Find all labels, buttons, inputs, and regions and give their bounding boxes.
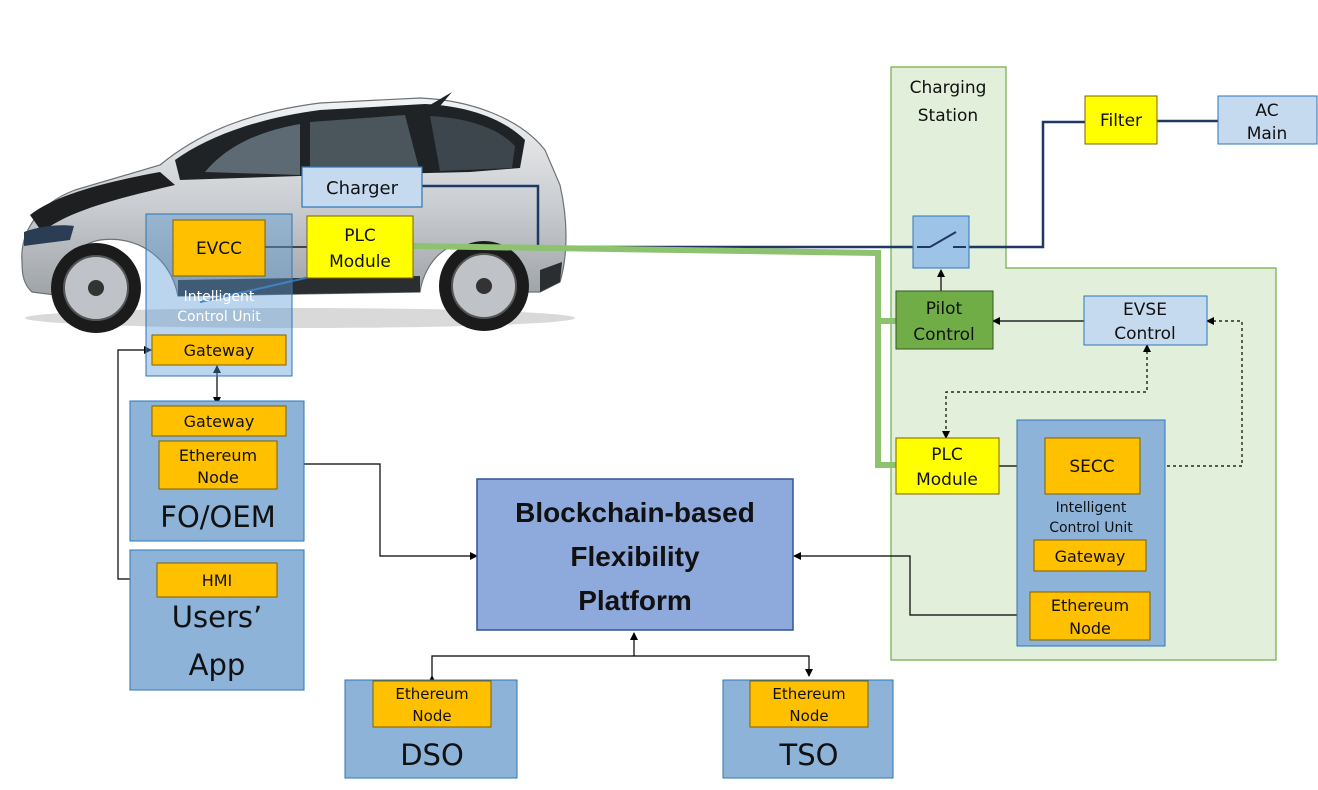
vehicle-icu-label-1: Intelligent [184,289,255,305]
vehicle-plc-module-box: PLC Module [306,215,414,279]
dso-node-label-2: Node [412,707,451,725]
users-app-group: HMI Users’ App [129,549,305,691]
dso-ethereum-node-box [372,680,492,728]
tso-node-label-1: Ethereum [772,685,845,703]
fo-oem-group: Gateway Ethereum Node FO/OEM [129,400,305,542]
vehicle-gateway-box: Gateway [151,334,287,366]
evcc-label: EVCC [196,239,242,259]
platform-label-1: Blockchain-based [515,497,755,528]
evse-control-box: EVSE Control [1083,295,1208,346]
hmi-box [156,562,278,598]
ac-main-box: AC Main [1217,95,1318,145]
dso-tso-branch-arrows [428,655,813,683]
users-app-label-2: App [189,648,246,682]
vehicle-gateway-label: Gateway [184,341,255,360]
power-line-grid [969,120,1085,249]
fo-gateway-box [151,405,287,437]
platform-label-3: Platform [578,585,692,616]
station-gateway-box [1033,539,1147,572]
ac-main-label-2: Main [1247,124,1288,144]
fo-node-label-2: Node [197,468,239,487]
station-intelligent-control-unit: SECC Intelligent Control Unit Gateway Et… [1016,419,1166,647]
dso-label: DSO [400,738,464,772]
evcc-box: EVCC [172,219,266,277]
station-plc-label-2: Module [916,470,978,490]
fo-node-label-1: Ethereum [179,446,257,465]
ac-main-label-1: AC [1255,101,1278,121]
pilot-label-2: Control [913,325,974,345]
evse-to-secc-dashed-arrow [1139,317,1243,470]
fo-node-to-platform-arrow [278,460,478,560]
vehicle-plc-label-2: Module [329,252,391,272]
dso-node-label-1: Ethereum [395,685,468,703]
tso-ethereum-node-box [749,680,869,728]
station-plc-module-box: PLC Module [895,437,1000,495]
blockchain-platform-box: Blockchain-based Flexibility Platform [476,478,794,631]
secc-label: SECC [1069,457,1114,477]
tso-group: Ethereum Node TSO [722,679,894,779]
plc-communication-line [412,243,896,468]
filter-label: Filter [1100,111,1142,131]
secc-box [1044,437,1141,495]
pilot-control-box: Pilot Control [895,290,994,350]
station-gateway-label: Gateway [1055,547,1126,566]
station-node-to-platform-arrow [793,552,1031,619]
contactor-switch-icon [912,215,970,269]
evse-label-2: Control [1114,324,1175,344]
station-plc-label-1: PLC [931,445,963,465]
fo-ethereum-node-box [158,440,278,490]
station-title-2: Station [918,106,978,126]
tso-node-label-2: Node [789,707,828,725]
dso-group: Ethereum Node DSO [344,679,518,779]
platform-label-2: Flexibility [570,541,700,572]
station-title-1: Charging [910,78,987,98]
station-ethereum-node-box [1029,591,1151,641]
hmi-label: HMI [202,571,233,590]
station-icu-label-2: Control Unit [1049,520,1133,536]
charger-label: Charger [326,178,399,199]
station-icu-label-1: Intelligent [1056,500,1127,516]
filter-box: Filter [1084,95,1158,145]
evse-label-1: EVSE [1123,300,1167,320]
station-node-label-2: Node [1069,619,1111,638]
power-line [422,184,913,249]
electric-car-icon [21,92,575,333]
pilot-label-1: Pilot [926,299,963,319]
vehicle-icu-label-2: Control Unit [177,309,261,325]
charger-box: Charger [301,166,423,208]
evse-to-plc-dashed-arrow [942,344,1151,439]
vehicle-plc-label-1: PLC [344,226,376,246]
station-node-label-1: Ethereum [1051,596,1129,615]
tso-label: TSO [779,738,839,772]
fo-gateway-label: Gateway [184,412,255,431]
fo-oem-label: FO/OEM [160,500,275,534]
users-app-label-1: Users’ [172,600,262,634]
